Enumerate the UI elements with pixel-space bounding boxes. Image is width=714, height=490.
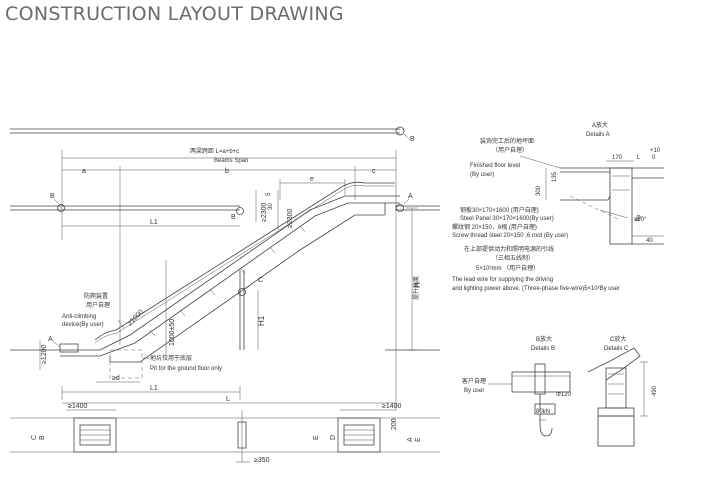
dim-a: a <box>82 168 86 175</box>
dim-5: 5 <box>266 192 272 196</box>
plan-a: A <box>407 437 414 442</box>
escalator-truss <box>59 181 400 363</box>
label-b-left: B <box>50 193 55 200</box>
detail-a: A放大 Details A 装饰完工后的地坪面 （用户自理） Finished … <box>452 121 664 292</box>
detail-c-truss <box>587 347 641 381</box>
pit-cn: 地坑仅用于底层 <box>150 354 192 362</box>
top-beam-support <box>395 126 405 136</box>
detail-a-floor-cn2: （用户自理） <box>492 146 528 154</box>
page-title: CONSTRUCTION LAYOUT DRAWING <box>5 3 344 25</box>
detail-a-wire-en2: and lighting power above. (Three-phase f… <box>452 286 620 292</box>
lift-height-cn: 提升高度 <box>412 276 420 300</box>
plan-pit-right <box>337 417 381 453</box>
anticlimb-user-cn: 用户自理 <box>86 301 110 309</box>
anticlimb-en2: device(By user) <box>62 322 104 328</box>
detail-a-floor-cn1: 装饰完工后的地坪面 <box>480 137 534 145</box>
pit <box>109 349 143 379</box>
detail-c-title-cn: C放大 <box>610 335 626 343</box>
label-b-top: B <box>410 136 415 143</box>
detail-a-wire-cn2: （三相五线制） <box>492 254 534 262</box>
beam-support-a-right <box>396 204 404 212</box>
detail-a-dim-170: 170 <box>612 155 623 161</box>
plan-1400-right: ≥1400 <box>382 403 402 410</box>
dim-d: ≥d <box>112 375 120 382</box>
detail-b-hook <box>539 414 553 437</box>
plan-d: D <box>330 435 337 440</box>
plan-1400-left: ≥1400 <box>68 403 88 410</box>
detail-c-column <box>597 415 635 447</box>
plan-350: ≥350 <box>254 457 270 464</box>
dim-c: c <box>372 168 376 175</box>
detail-a-floor-en1: Finished floor level <box>470 163 520 169</box>
span-label-cn: 两梁跨距 L=a+b+c <box>190 147 239 155</box>
label-b-mid: B <box>231 214 236 221</box>
detail-b-title-en: Details B <box>531 346 555 352</box>
label-a-left: A <box>48 336 53 343</box>
dim-h: H <box>413 282 422 288</box>
detail-c-dim-490: 490 <box>652 385 658 396</box>
detail-a-wire-en1: The lead wire for supplying the driving <box>452 277 553 283</box>
detail-b-beam <box>511 371 571 393</box>
plan-pit-left <box>73 417 117 453</box>
detail-a-dim-l: L <box>637 155 641 161</box>
detail-b-title-cn: B放大 <box>536 335 552 343</box>
dim-1200: ≥1200 <box>41 344 48 364</box>
label-c: C <box>258 277 263 284</box>
dim-1000-top: ≥1000 <box>126 309 145 328</box>
detail-a-wire-cn3: 5×10²mm （用户自理） <box>476 264 539 272</box>
detail-a-dim-zero: 0 <box>652 155 656 161</box>
plan-e: E <box>313 435 320 440</box>
detail-b: B放大 Details B 客户自理 By user Φ120 80kN <box>462 335 571 437</box>
dim-l: L <box>226 396 230 403</box>
dim-l1-top: L1 <box>150 219 158 226</box>
detail-a-dim-40: 40 <box>646 238 653 244</box>
dim-30: 30 <box>268 203 274 210</box>
detail-a-dim-plus10: +10 <box>650 148 661 154</box>
beam-support-b-mid <box>236 207 244 215</box>
plan-b-left: B <box>39 435 46 440</box>
detail-a-title-cn: A放大 <box>592 121 608 129</box>
detail-a-floor-en2: (By user) <box>470 172 494 178</box>
detail-a-dim-60: 60 <box>635 214 644 223</box>
span-label-en: Beams Span <box>214 158 248 164</box>
plan-strip: ≥1400 ≥1400 ≥350 200 C B E D A E <box>10 403 440 464</box>
detail-c-title-en: Details C <box>604 346 629 352</box>
plan-c-left: C <box>31 435 38 440</box>
handrail <box>94 181 395 341</box>
detail-a-wire-cn1: 在上部提供动力和照明电源的引线 <box>464 245 554 253</box>
plan-e2: E <box>415 437 422 442</box>
detail-b-load: 80kN <box>536 409 550 415</box>
pit-en: Pit for the ground floor only <box>150 366 222 372</box>
dim-h1: H1 <box>257 315 266 326</box>
anticlimb-cn: 防爬装置 <box>84 292 108 300</box>
detail-b-dim-120: Φ120 <box>556 392 571 398</box>
dim-2300b: ≥2300 <box>287 208 294 228</box>
detail-a-title-en: Details A <box>586 132 610 138</box>
detail-a-steel-cn: 钢板30×170×1600 (用户自理) <box>460 206 539 214</box>
dim-e: e <box>310 176 314 183</box>
detail-b-user-en: By user <box>464 388 484 394</box>
detail-a-steel-en: Steel Panel 30×170×1600(By user) <box>460 216 554 222</box>
dim-l1-bottom: L1 <box>150 385 158 392</box>
label-a-right: A <box>408 193 413 200</box>
dim-1000x50: 1000±50 <box>169 319 176 346</box>
plan-200: 200 <box>391 418 398 430</box>
detail-a-slab-edge <box>609 167 633 245</box>
detail-b-user-cn: 客户自理 <box>462 377 486 385</box>
detail-a-dim-300: 300 <box>536 185 542 196</box>
detail-a-dim-60deg: ≥60° <box>634 217 647 223</box>
detail-a-dim-135: 135 <box>552 171 558 182</box>
main-elevation: B B B A 两梁跨距 L=a+b+c Beams Span a b c e <box>10 126 440 410</box>
dim-2300: ≥2300 <box>261 202 268 222</box>
detail-a-screw-en: Screw thread steel 20×150 ,6 root (By us… <box>452 233 568 239</box>
detail-c: C放大 Details C 490 <box>587 335 658 447</box>
detail-a-screw-cn: 螺纹钢 20×150，6根 (用户自理) <box>452 223 537 231</box>
dim-b: b <box>225 168 229 175</box>
anticlimb-en: Anti-climbing <box>62 314 96 320</box>
beam-support-b-left <box>57 204 65 212</box>
